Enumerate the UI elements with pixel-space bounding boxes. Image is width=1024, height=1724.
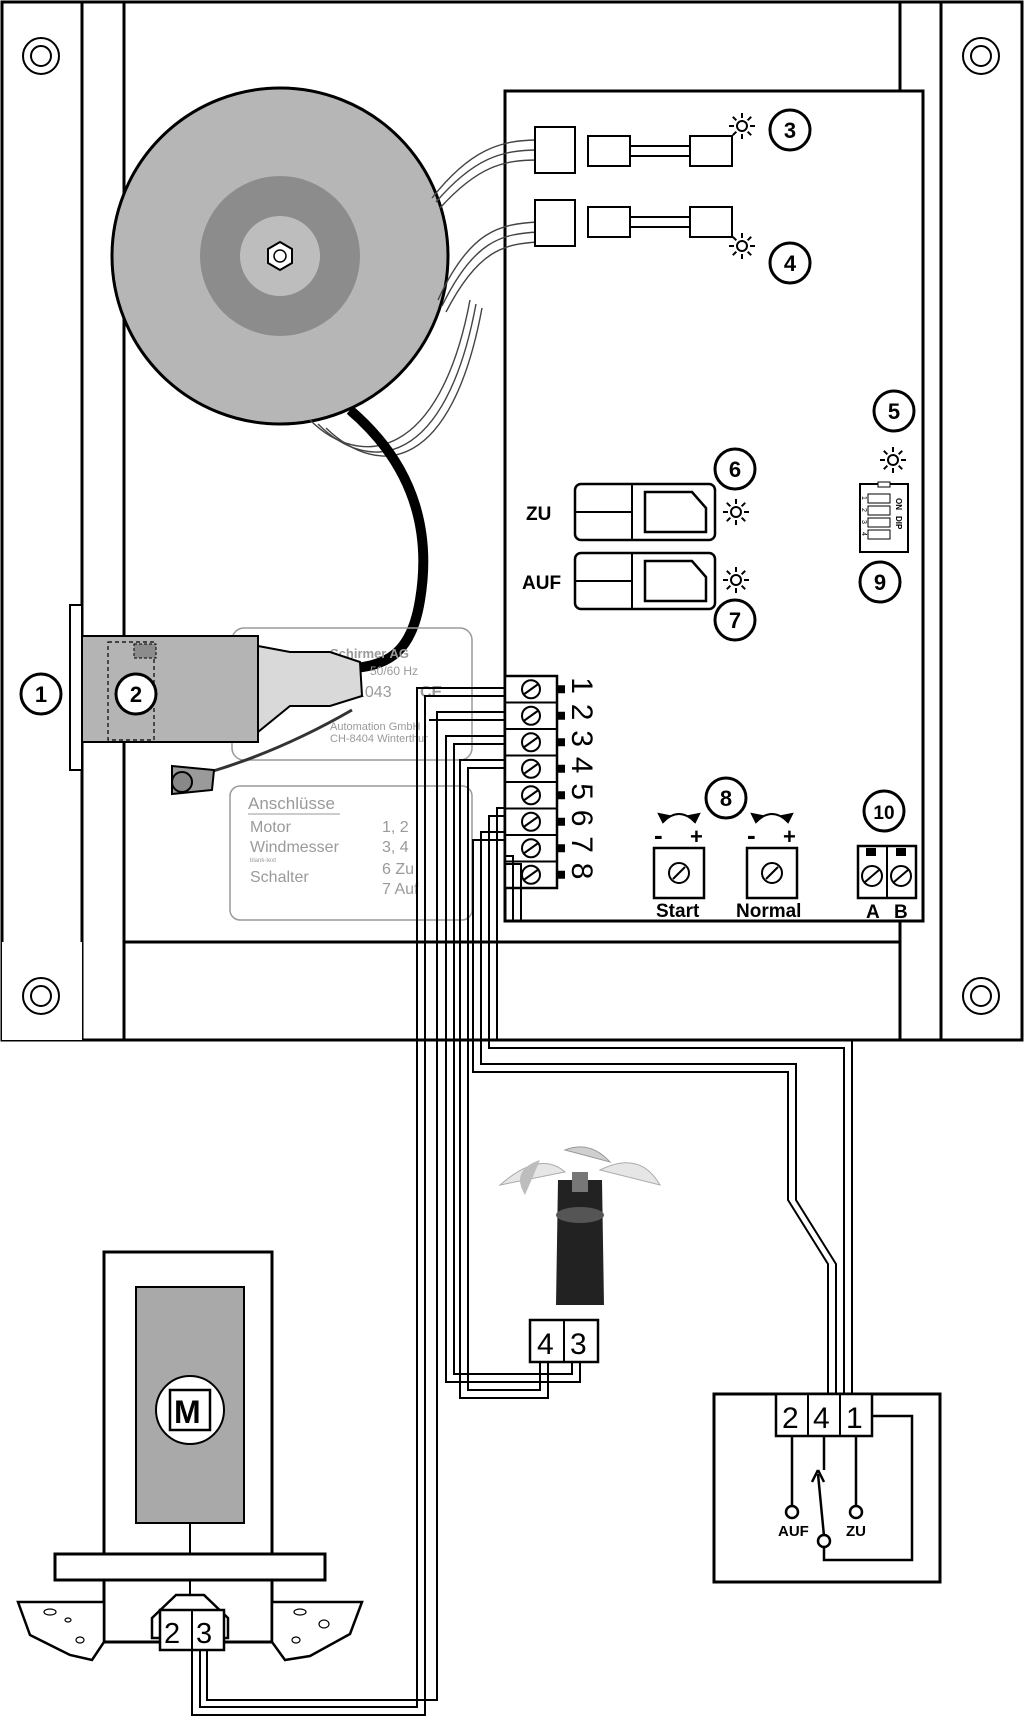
zu-label: ZU [526, 504, 551, 525]
led-icon [880, 447, 906, 473]
terminal-b-label: B [894, 902, 908, 923]
connections-label: Anschlüsse Motor 1, 2 Windmesser 3, 4 bl… [229, 785, 473, 921]
terminal-number-label: 4 [565, 757, 598, 774]
callout-3: 3 [768, 108, 812, 152]
callout-2: 2 [114, 672, 158, 716]
ab-terminal [856, 844, 918, 900]
connections-tiny: blank-text [250, 858, 276, 864]
rotate-arrow-icon [657, 812, 794, 824]
dip-pos-label: 2 [860, 508, 867, 512]
svg-text:8: 8 [720, 786, 732, 811]
switch-terminal-1: 1 [846, 1402, 863, 1435]
callout-7: 7 [713, 598, 757, 642]
connections-name: Motor [250, 819, 292, 836]
ring-lug-icon [171, 764, 216, 796]
svg-text:9: 9 [874, 570, 886, 595]
nameplate-company: Schirmer AG [330, 646, 409, 661]
power-cable [346, 406, 429, 673]
connections-name: Windmesser [250, 839, 340, 856]
normal-plus: + [783, 824, 796, 849]
svg-text:1: 1 [35, 682, 47, 707]
auf-label: AUF [522, 573, 561, 594]
switch-terminal-4: 4 [813, 1402, 830, 1435]
cable-gland [69, 604, 364, 771]
connector-top [534, 126, 733, 247]
connections-name: Schalter [250, 869, 309, 886]
callout-9: 9 [858, 560, 902, 604]
led-icon [729, 113, 755, 139]
led-icon [723, 499, 749, 525]
normal-potentiometer[interactable] [745, 846, 799, 900]
svg-text:5: 5 [888, 399, 900, 424]
connections-value: 3, 4 [382, 839, 409, 856]
anemometer: 4 3 [498, 1146, 662, 1364]
anemometer-terminal-4: 4 [537, 1328, 554, 1361]
start-plus: + [690, 824, 703, 849]
motor-terminal-2: 2 [164, 1618, 180, 1650]
dip-dip-label: DIP [894, 516, 903, 530]
connections-value: 7 Auf [382, 881, 419, 898]
terminal-number-label: 1 [565, 677, 598, 694]
terminal-number-label: 8 [565, 863, 598, 880]
transformer [110, 86, 450, 426]
dip-switch[interactable]: ON DIP 1 2 3 4 [859, 481, 909, 553]
field-wiring [191, 687, 853, 1716]
connections-value: 6 Zu [382, 861, 414, 878]
svg-text:10: 10 [873, 803, 894, 824]
switch-box: 2 4 1 AUF ZU [712, 1392, 942, 1584]
motor-tube: M 2 3 [16, 1250, 364, 1662]
dip-pos-label: 4 [860, 532, 867, 536]
start-potentiometer[interactable] [652, 846, 706, 900]
svg-text:6: 6 [729, 457, 741, 482]
terminal-number-label: 5 [565, 783, 598, 800]
auf-button[interactable] [573, 551, 717, 611]
dip-on-label: ON [894, 498, 903, 510]
connections-title: Anschlüsse [248, 794, 335, 813]
start-minus: - [654, 820, 663, 850]
nameplate-model: 1043 [356, 684, 392, 701]
svg-text:3: 3 [784, 118, 796, 143]
normal-minus: - [747, 820, 756, 850]
svg-text:4: 4 [784, 251, 797, 276]
dip-pos-label: 1 [860, 496, 867, 500]
callout-10: 10 [862, 789, 906, 833]
terminal-strip: 1 2 3 4 5 6 7 8 [503, 674, 598, 890]
nameplate-city: CH-8404 Winterthur [330, 733, 428, 745]
terminal-a-label: A [866, 902, 880, 923]
motor-terminal-3: 3 [196, 1618, 212, 1650]
terminal-number-label: 2 [565, 704, 598, 721]
switch-terminal-2: 2 [782, 1402, 799, 1435]
terminal-number-label: 7 [565, 836, 598, 853]
callout-1: 1 [19, 672, 63, 716]
nameplate-freq: 50/60 Hz [370, 664, 418, 678]
start-label: Start [656, 901, 700, 922]
transformer-wires [309, 139, 539, 457]
svg-text:2: 2 [130, 682, 142, 707]
mounting-hole-icon [22, 37, 1000, 1015]
motor-label: M [174, 1394, 201, 1430]
led-icon [723, 567, 749, 593]
normal-label: Normal [736, 901, 801, 922]
nameplate-maker: Automation GmbH [330, 721, 421, 733]
callout-5: 5 [872, 389, 916, 433]
terminal-number-label: 3 [565, 730, 598, 747]
anemometer-terminal-3: 3 [570, 1328, 587, 1361]
led-icon [729, 233, 755, 259]
callout-4: 4 [768, 241, 812, 285]
switch-auf-label: AUF [778, 1523, 809, 1540]
svg-text:7: 7 [729, 608, 741, 633]
callout-8: 8 [704, 776, 748, 820]
switch-zu-label: ZU [846, 1523, 866, 1540]
terminal-number-label: 6 [565, 810, 598, 827]
callout-6: 6 [713, 447, 757, 491]
nameplate-ce: CE [420, 684, 443, 701]
connections-value: 1, 2 [382, 819, 409, 836]
zu-button[interactable] [573, 482, 717, 542]
dip-pos-label: 3 [860, 520, 867, 524]
